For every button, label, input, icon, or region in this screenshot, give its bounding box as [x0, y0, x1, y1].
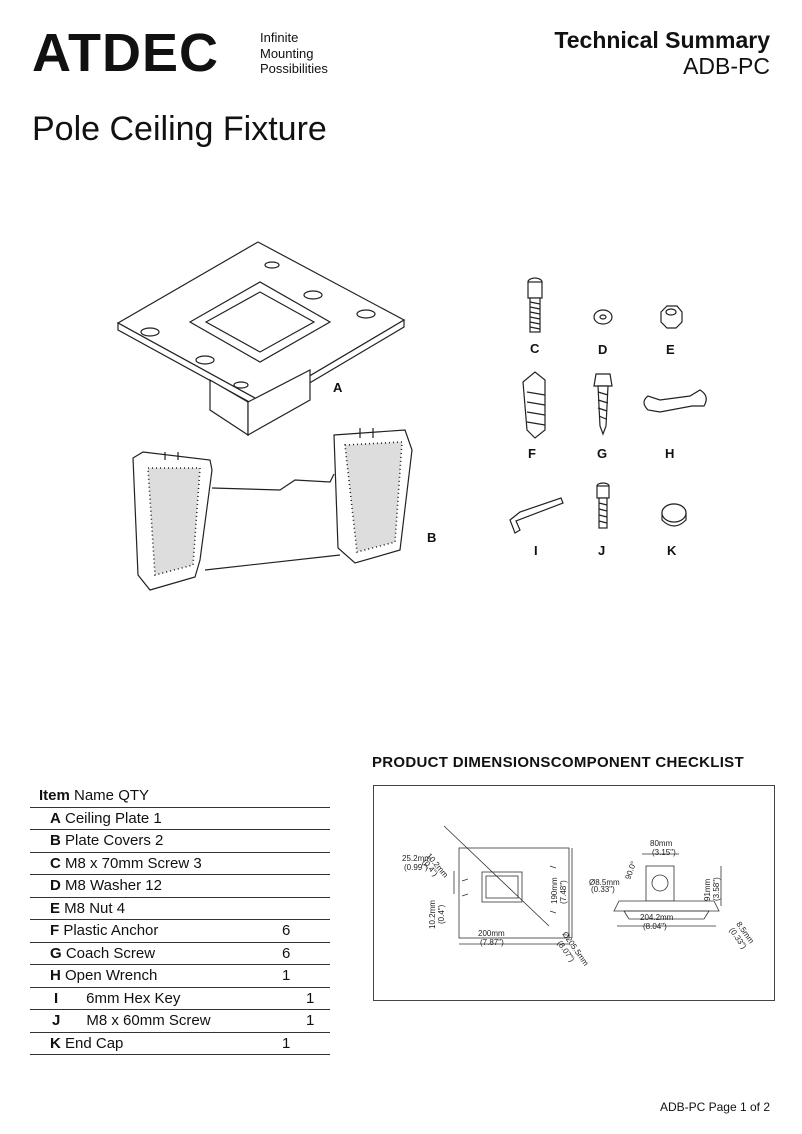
part-label-d: D [598, 342, 607, 357]
name-qty-header: Name QTY [69, 787, 150, 804]
part-label-b: B [427, 530, 436, 545]
table-row: F Plastic Anchor 6 [30, 920, 330, 943]
page-title: Pole Ceiling Fixture [32, 110, 327, 148]
plate-covers-drawing [132, 428, 413, 591]
screw-c-drawing [527, 277, 543, 333]
logo-tagline: Infinite Mounting Possibilities [260, 30, 328, 76]
washer-drawing [593, 309, 613, 325]
page-footer: ADB-PC Page 1 of 2 [659, 1100, 770, 1114]
svg-text:(0.33"): (0.33") [591, 885, 615, 894]
qty-value: 1 [282, 967, 291, 984]
qty-value: 1 [282, 1034, 291, 1052]
table-row: B Plate Covers 2 [30, 830, 330, 853]
logo-wordmark: ATDEC [32, 23, 219, 83]
part-label-f: F [528, 446, 536, 461]
table-row: A Ceiling Plate 1 [30, 808, 330, 830]
item-header: Item [39, 787, 70, 804]
table-row: C M8 x 70mm Screw 3 [30, 853, 330, 875]
svg-text:190mm: 190mm [550, 877, 559, 904]
product-dimensions-panel: 10.2mm (0.4") 25.2mm (0.99") 10.2mm (0.4… [373, 785, 775, 1001]
parts-illustration: A B C D E F G [116, 241, 707, 591]
plastic-anchor-drawing [522, 371, 546, 439]
part-label-k: K [667, 543, 677, 558]
qty-value: 6 [282, 922, 291, 939]
qty-value: 1 [306, 989, 315, 1007]
table-row: H Open Wrench 1 [30, 965, 330, 988]
table-row: E M8 Nut 4 [30, 898, 330, 920]
part-label-e: E [666, 342, 675, 357]
svg-text:(7.87"): (7.87") [480, 938, 504, 947]
document-title: Technical Summary [554, 27, 770, 53]
pole-mount-view [613, 853, 722, 927]
svg-text:(0.99"): (0.99") [404, 863, 428, 872]
screw-j-drawing [596, 482, 610, 529]
component-checklist-table: Item Name QTY A Ceiling Plate 1 B Plate … [30, 785, 330, 1055]
ceiling-plate-drawing [116, 241, 406, 437]
svg-text:Ø8.5mm: Ø8.5mm [589, 878, 620, 887]
svg-text:(3.15"): (3.15") [652, 848, 676, 857]
svg-text:204.2mm: 204.2mm [640, 913, 674, 922]
document-heading: Technical Summary ADB-PC [554, 26, 770, 78]
svg-text:25.2mm: 25.2mm [402, 854, 431, 863]
svg-text:10.2mm: 10.2mm [428, 900, 437, 929]
dimensions-drawing: 10.2mm (0.4") 25.2mm (0.99") 10.2mm (0.4… [402, 825, 756, 968]
part-label-c: C [530, 341, 540, 356]
checklist-header-row: Item Name QTY [30, 785, 330, 808]
svg-text:91mm: 91mm [703, 878, 712, 901]
svg-text:90.0°: 90.0° [623, 860, 638, 881]
table-row: G Coach Screw 6 [30, 943, 330, 965]
table-row: D M8 Washer 12 [30, 875, 330, 898]
svg-text:80mm: 80mm [650, 839, 673, 848]
svg-text:(7.48"): (7.48") [559, 880, 568, 904]
part-label-h: H [665, 446, 674, 461]
svg-text:200mm: 200mm [478, 929, 505, 938]
section-titles: PRODUCT DIMENSIONSCOMPONENT CHECKLIST [372, 754, 744, 771]
qty-value: 1 [306, 1012, 315, 1029]
part-label-j: J [598, 543, 605, 558]
open-wrench-drawing [643, 389, 707, 413]
end-cap-drawing [661, 503, 687, 527]
coach-screw-drawing [593, 373, 613, 436]
atdec-logo: ATDEC Infinite Mounting Possibilities [32, 26, 362, 82]
model-number: ADB-PC [683, 53, 770, 79]
part-label-a: A [333, 380, 343, 395]
svg-text:(3.58"): (3.58") [712, 877, 721, 901]
nut-drawing [660, 305, 683, 329]
svg-text:(0.4"): (0.4") [437, 904, 446, 924]
table-row: K End Cap 1 [30, 1033, 330, 1055]
part-label-g: G [597, 446, 607, 461]
svg-text:(8.04"): (8.04") [643, 922, 667, 931]
part-label-i: I [534, 543, 538, 558]
hex-key-drawing [509, 497, 564, 534]
plate-plan-view [443, 825, 573, 945]
qty-value: 6 [282, 944, 291, 962]
